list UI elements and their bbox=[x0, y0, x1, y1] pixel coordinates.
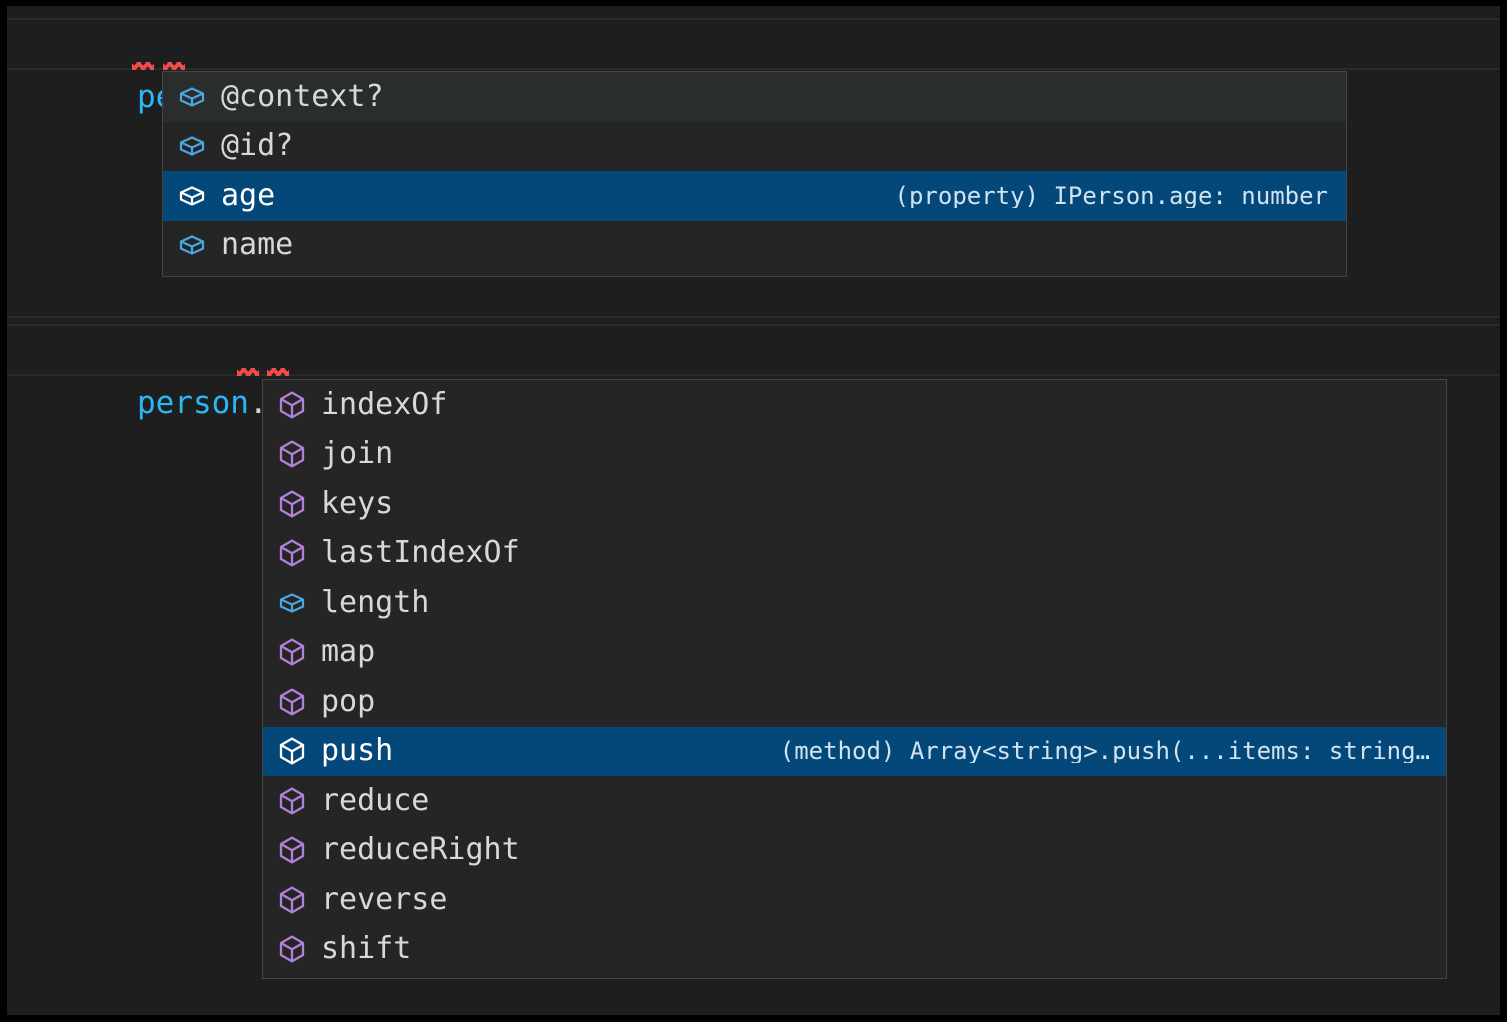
suggest-item-indexof[interactable]: indexOf bbox=[263, 380, 1446, 430]
suggest-item-label: reduce bbox=[321, 782, 430, 818]
suggest-item-label: age bbox=[221, 177, 276, 213]
suggest-item-reduce[interactable]: reduce bbox=[263, 776, 1446, 826]
suggest-item-label: reverse bbox=[321, 881, 448, 917]
suggest-item-label: shift bbox=[321, 931, 412, 967]
suggest-widget-person[interactable]: @context? @id? age (property) IPerson.age: … bbox=[162, 71, 1347, 277]
suggest-item-age[interactable]: age (property) IPerson.age: number bbox=[163, 171, 1346, 221]
method-cube-icon bbox=[275, 833, 309, 867]
method-cube-icon bbox=[275, 734, 309, 768]
token-variable-person: person bbox=[136, 385, 249, 421]
suggest-item-label: push bbox=[321, 733, 394, 769]
suggest-item-label: length bbox=[321, 584, 430, 620]
suggest-item-reduceright[interactable]: reduceRight bbox=[263, 826, 1446, 876]
suggest-item-reverse[interactable]: reverse bbox=[263, 875, 1446, 925]
property-cube-icon bbox=[175, 228, 209, 262]
suggest-item-label: lastIndexOf bbox=[321, 535, 520, 571]
suggest-item-join[interactable]: join bbox=[263, 430, 1446, 480]
method-cube-icon bbox=[275, 883, 309, 917]
line-seam bbox=[7, 374, 1500, 376]
method-cube-icon bbox=[275, 685, 309, 719]
error-squiggle bbox=[237, 368, 259, 376]
suggest-item-push[interactable]: push (method) Array<string>.push(...items… bbox=[263, 726, 1446, 776]
suggest-item-lastindexof[interactable]: lastIndexOf bbox=[263, 529, 1446, 579]
suggest-item-keys[interactable]: keys bbox=[263, 479, 1446, 529]
suggest-item-detail: (property) IPerson.age: number bbox=[894, 183, 1328, 208]
suggest-item-detail: (method) Array<string>.push(...items: st… bbox=[779, 739, 1430, 764]
method-cube-icon bbox=[275, 437, 309, 471]
code-line-2[interactable]: person.name.; bbox=[25, 328, 380, 421]
method-cube-icon bbox=[275, 388, 309, 422]
property-cube-icon bbox=[175, 80, 209, 114]
line-seam bbox=[7, 324, 1500, 326]
suggest-item-id[interactable]: @id? bbox=[163, 122, 1346, 172]
code-line-1[interactable]: person.; bbox=[25, 22, 286, 115]
suggest-item-label: pop bbox=[321, 683, 376, 719]
suggest-item-context[interactable]: @context? bbox=[163, 72, 1346, 122]
suggest-item-label: @context? bbox=[221, 78, 384, 114]
suggest-item-label: map bbox=[321, 634, 376, 670]
suggest-item-label: keys bbox=[321, 485, 394, 521]
suggest-item-label: indexOf bbox=[321, 386, 448, 422]
suggest-item-pop[interactable]: pop bbox=[263, 677, 1446, 727]
suggest-item-length[interactable]: length bbox=[263, 578, 1446, 628]
suggest-item-label: reduceRight bbox=[321, 832, 520, 868]
method-cube-icon bbox=[275, 784, 309, 818]
line-seam bbox=[7, 316, 1500, 318]
suggest-item-label: name bbox=[221, 227, 294, 263]
property-cube-icon bbox=[175, 179, 209, 213]
method-cube-icon bbox=[275, 487, 309, 521]
property-cube-icon bbox=[175, 129, 209, 163]
suggest-item-name[interactable]: name bbox=[163, 221, 1346, 271]
method-cube-icon bbox=[275, 536, 309, 570]
line-seam bbox=[7, 68, 1500, 70]
suggest-item-shift[interactable]: shift bbox=[263, 925, 1446, 975]
suggest-widget-person-name[interactable]: indexOf join keys lastIndexOf length map pop pu… bbox=[262, 379, 1447, 979]
error-squiggle bbox=[163, 62, 185, 70]
property-cube-icon bbox=[275, 586, 309, 620]
suggest-item-label: join bbox=[321, 436, 394, 472]
error-squiggle bbox=[132, 62, 154, 70]
suggest-item-label: @id? bbox=[221, 128, 294, 164]
method-cube-icon bbox=[275, 932, 309, 966]
code-editor-surface[interactable]: person.; person.name.; @context? @id? age (… bbox=[7, 6, 1500, 1015]
suggest-item-map[interactable]: map bbox=[263, 628, 1446, 678]
method-cube-icon bbox=[275, 635, 309, 669]
error-squiggle bbox=[267, 368, 289, 376]
line-seam bbox=[7, 18, 1500, 20]
